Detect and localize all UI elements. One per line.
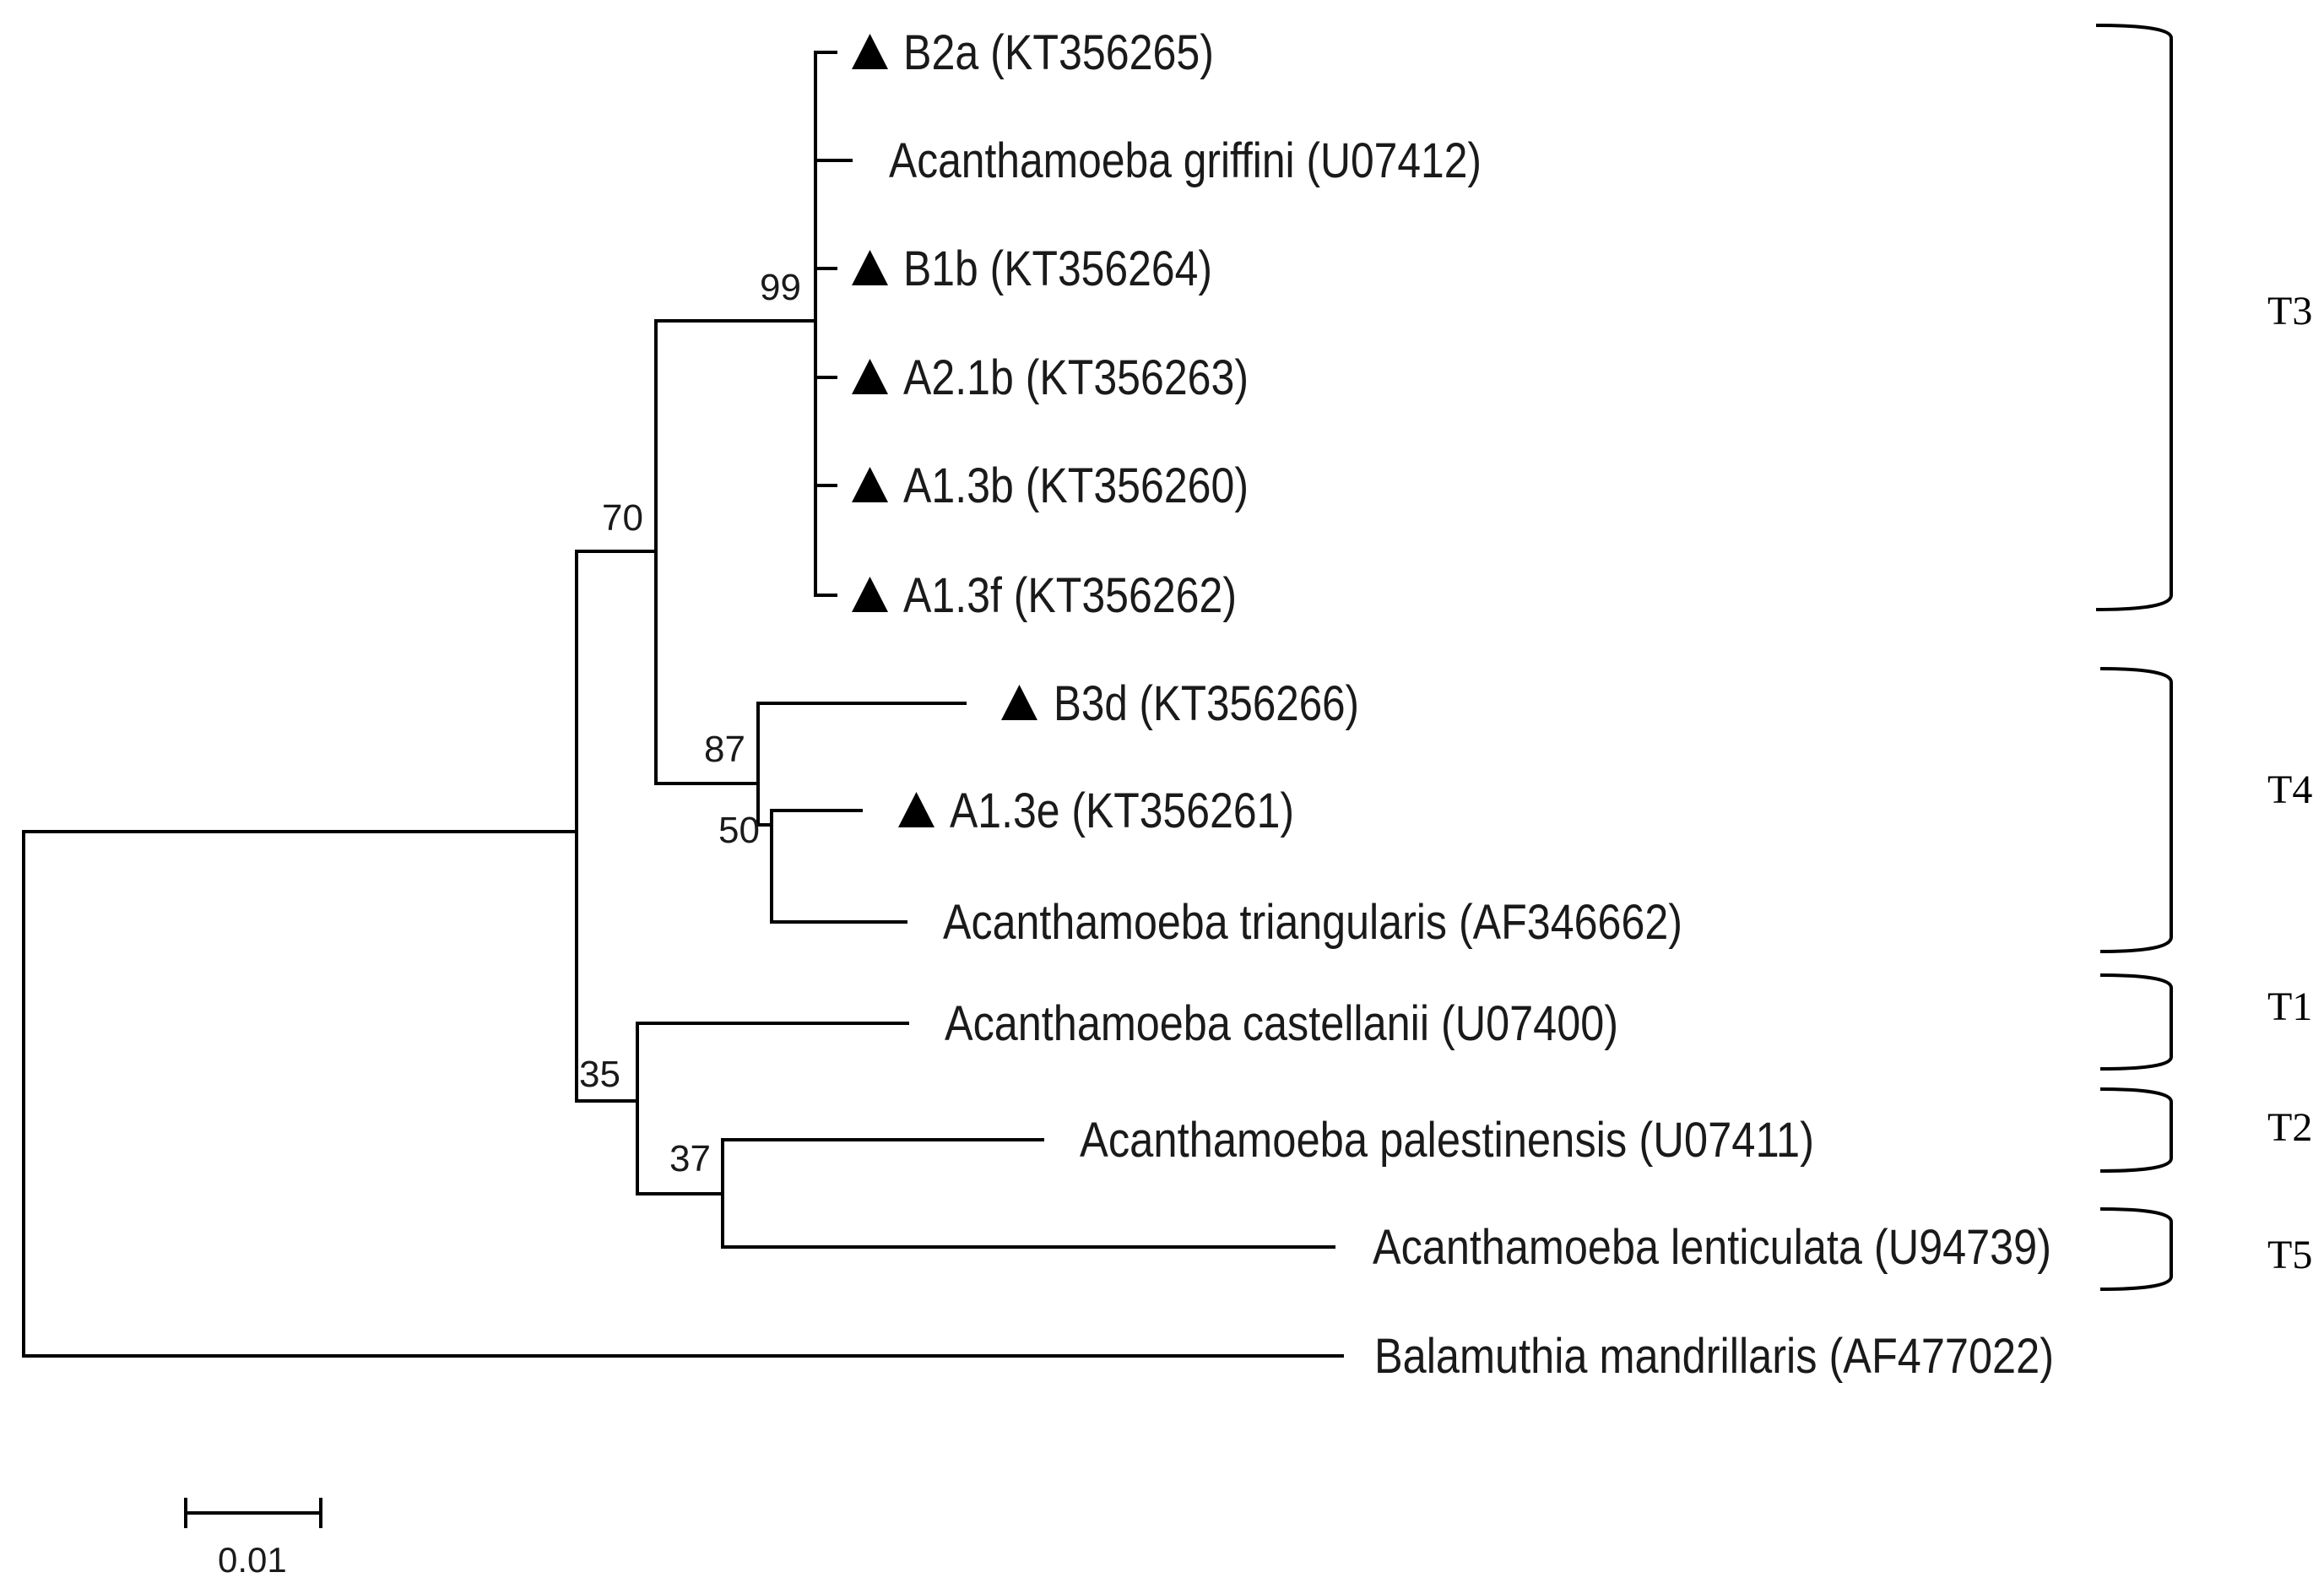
clade-label-t3: T3	[2267, 289, 2312, 333]
taxon-label-b1b: B1b (KT356264)	[903, 241, 1212, 296]
triangle-icon	[898, 792, 934, 827]
scale-bar-label: 0.01	[218, 1540, 287, 1580]
clade-label-t1: T1	[2267, 984, 2312, 1029]
triangle-icon	[852, 467, 888, 502]
bootstrap-value-35: 35	[579, 1054, 620, 1095]
triangle-icon	[852, 34, 888, 69]
taxon-markers	[852, 34, 1037, 827]
bootstrap-value-87: 87	[704, 729, 745, 770]
taxon-label-a13e: A1.3e (KT356261)	[950, 783, 1294, 838]
clade-bracket-t1	[2099, 973, 2173, 1071]
bootstrap-value-99: 99	[760, 267, 801, 308]
bootstrap-value-50: 50	[718, 810, 760, 851]
triangle-icon	[1001, 685, 1037, 720]
triangle-icon	[852, 250, 888, 285]
clade-bracket-t5	[2099, 1207, 2173, 1291]
taxon-label-lenticulata: Acanthamoeba lenticulata (U94739)	[1373, 1220, 2051, 1275]
bootstrap-value-70: 70	[602, 497, 643, 539]
clade-labels: T3 T4 T1 T2 T5	[2267, 289, 2312, 1277]
taxon-label-balamuthia: Balamuthia mandrillaris (AF477022)	[1374, 1329, 2054, 1384]
bootstrap-values: 99 70 87 50 35 37	[579, 267, 801, 1179]
bootstrap-value-37: 37	[669, 1138, 711, 1179]
clade-label-t2: T2	[2267, 1105, 2312, 1150]
taxon-label-b3d: B3d (KT356266)	[1054, 676, 1359, 731]
taxon-label-a13f: A1.3f (KT356262)	[903, 568, 1237, 623]
clade-bracket-t3	[2095, 24, 2173, 611]
clade-bracket-t4	[2099, 667, 2173, 953]
taxon-label-palestinensis: Acanthamoeba palestinensis (U07411)	[1080, 1113, 1814, 1168]
triangle-icon	[852, 577, 888, 612]
taxon-label-b2a: B2a (KT356265)	[903, 25, 1214, 80]
taxon-label-a21b: A2.1b (KT356263)	[903, 350, 1249, 405]
scale-bar: 0.01	[184, 1498, 322, 1580]
clade-brackets	[2095, 24, 2173, 1291]
tree-branches	[22, 51, 1344, 1358]
taxon-label-griffini: Acanthamoeba griffini (U07412)	[889, 133, 1482, 188]
clade-bracket-t2	[2099, 1087, 2173, 1173]
branch-root-to-balamuthia	[22, 830, 1344, 1358]
clade-label-t4: T4	[2267, 767, 2312, 812]
taxon-labels: B2a (KT356265) Acanthamoeba griffini (U0…	[889, 25, 2054, 1384]
clade-label-t5: T5	[2267, 1233, 2312, 1277]
taxon-label-castellanii: Acanthamoeba castellanii (U07400)	[945, 996, 1618, 1051]
taxon-label-triangularis: Acanthamoeba triangularis (AF346662)	[943, 895, 1682, 950]
taxon-label-a13b: A1.3b (KT356260)	[903, 458, 1249, 513]
triangle-icon	[852, 359, 888, 394]
